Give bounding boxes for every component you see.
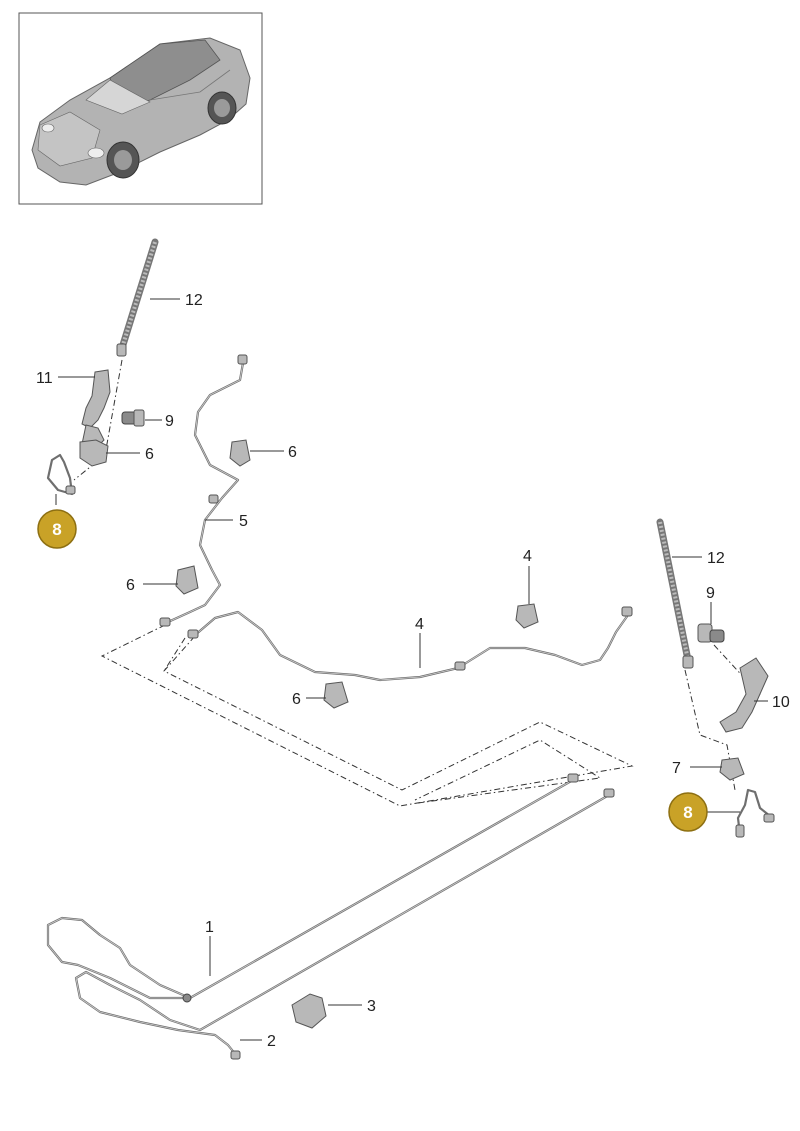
car-illustration (31, 37, 251, 186)
bracket-10 (719, 657, 769, 733)
badge-circle (668, 792, 708, 832)
clip-6-mid (175, 565, 199, 595)
holder-3 (291, 993, 327, 1029)
callout-6-mid: 6 (126, 577, 135, 594)
vehicle-thumbnail (18, 12, 263, 205)
badge-8-right: 8 (668, 792, 708, 832)
clip-7 (719, 757, 745, 781)
callout-6-right: 4 (523, 548, 532, 565)
callout-11: 11 (36, 370, 53, 387)
clip-6-bottom (323, 681, 349, 709)
leader-lines (55, 298, 768, 1041)
clip-6-left (79, 439, 109, 467)
brake-hoses (116, 238, 694, 669)
callout-3: 3 (367, 998, 376, 1015)
brake-hose-12-left (116, 238, 159, 357)
brake-pipe-right-8 (736, 788, 772, 837)
brake-pipe-2 (74, 793, 611, 1057)
callout-labels: 12 11 9 6 6 5 6 4 4 6 12 9 10 7 1 3 2 (36, 292, 790, 1050)
bracket-11 (81, 369, 111, 429)
callout-1: 1 (205, 919, 214, 936)
callout-12-left: 12 (185, 292, 203, 309)
callout-10: 10 (772, 694, 790, 711)
callout-5: 5 (239, 513, 248, 530)
callout-2: 2 (267, 1033, 276, 1050)
callout-9-right: 9 (706, 585, 715, 602)
banjo-bolt-9-right (697, 623, 725, 643)
badge-8-left: 8 (37, 509, 77, 549)
callout-7: 7 (672, 760, 681, 777)
clip-6-right (515, 603, 539, 629)
badge-label: 8 (683, 803, 692, 822)
brake-pipes (46, 361, 772, 1057)
callout-6-left: 6 (145, 446, 154, 463)
banjo-bolt-9-left (121, 409, 145, 427)
callout-6-upper: 6 (288, 444, 297, 461)
callout-12-right: 12 (707, 550, 725, 567)
brake-pipe-4 (192, 610, 630, 682)
badge-label: 8 (52, 520, 61, 539)
callout-6-bottom: 6 (292, 691, 301, 708)
clip-6-upper (229, 439, 251, 467)
pipe-fittings (65, 354, 775, 1060)
brake-hose-12-right (656, 518, 694, 669)
callout-4: 4 (415, 616, 424, 633)
callout-9-left: 9 (165, 413, 174, 430)
brackets-and-clips (79, 369, 769, 1029)
badge-circle (37, 509, 77, 549)
